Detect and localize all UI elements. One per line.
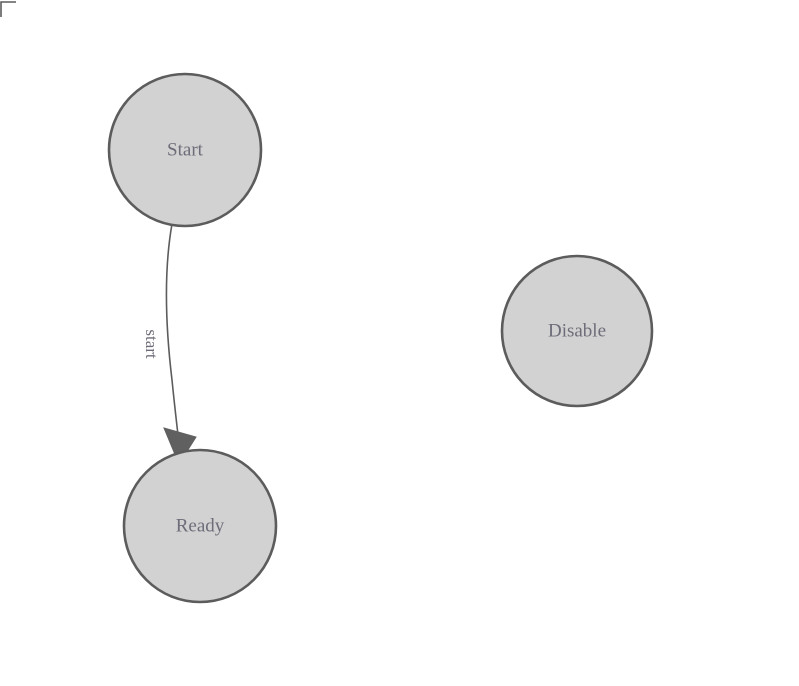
- node-disable-label: Disable: [548, 320, 606, 341]
- node-ready-label: Ready: [176, 515, 225, 536]
- node-start[interactable]: Start: [107, 72, 263, 228]
- node-start-circle: [107, 72, 263, 228]
- edge-label-start: start: [142, 329, 161, 359]
- node-start-label: Start: [167, 139, 204, 160]
- corner-bracket-mark: [0, 1, 16, 17]
- edge-line: [165, 223, 181, 453]
- node-ready[interactable]: Ready: [122, 448, 278, 604]
- node-disable[interactable]: Disable: [500, 254, 654, 408]
- edge-start-to-ready[interactable]: start: [142, 223, 197, 466]
- edge-label-group: start: [142, 329, 161, 359]
- node-disable-circle: [500, 254, 654, 408]
- node-ready-circle: [122, 448, 278, 604]
